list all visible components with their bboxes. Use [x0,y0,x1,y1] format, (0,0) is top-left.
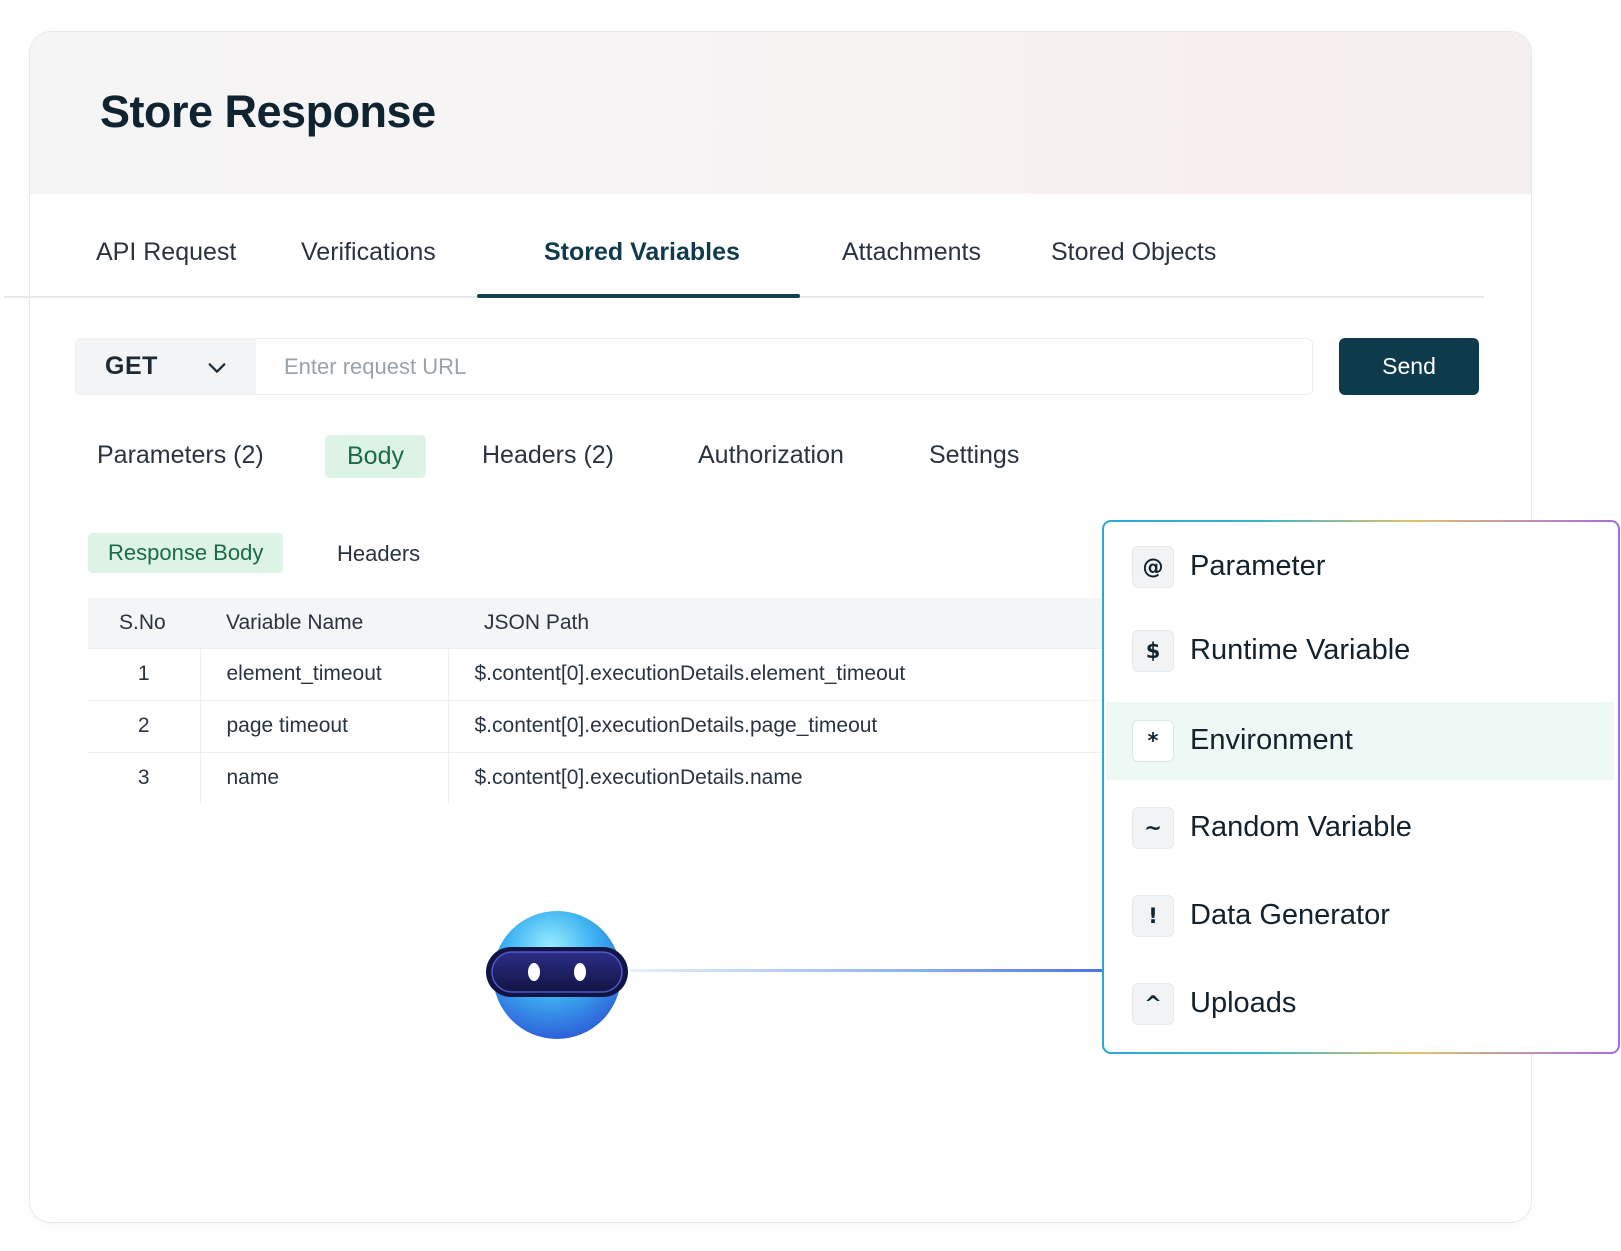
insert-variable-dropdown: @ Parameter $ Runtime Variable * Environ… [1102,520,1620,1054]
at-sign-icon: @ [1132,546,1174,588]
table-row[interactable]: 2 page timeout $.content[0].executionDet… [88,699,1138,752]
caret-icon: ^ [1132,983,1174,1025]
subtab-body[interactable]: Body [325,435,426,478]
method-select[interactable]: GET [76,339,256,394]
subtab-settings[interactable]: Settings [929,441,1020,469]
dropdown-panel: @ Parameter $ Runtime Variable * Environ… [1104,522,1618,1052]
method-label: GET [105,352,158,380]
exclamation-icon: ! [1132,895,1174,937]
chevron-down-icon [208,363,226,373]
cell-variable-name: page timeout [200,699,449,752]
cell-variable-name: name [200,751,449,804]
tab-stored-variables[interactable]: Stored Variables [544,238,740,266]
connector-line [630,969,1110,972]
main-tabs: API Request Verifications Stored Variabl… [4,162,1484,298]
dropdown-item-uploads[interactable]: ^ Uploads [1106,965,1614,1043]
dropdown-item-runtime-variable[interactable]: $ Runtime Variable [1106,612,1614,690]
column-header-variable-name: Variable Name [200,598,448,648]
column-header-sno: S.No [88,598,200,648]
table-row[interactable]: 3 name $.content[0].executionDetails.nam… [88,751,1138,804]
table-header-row: S.No Variable Name JSON Path [88,598,1138,648]
robot-assistant-icon [486,911,628,1039]
cell-sno: 2 [88,699,201,752]
tilde-icon: ~ [1132,807,1174,849]
dropdown-item-parameter[interactable]: @ Parameter [1106,528,1614,606]
dropdown-item-random-variable[interactable]: ~ Random Variable [1106,789,1614,867]
dropdown-item-environment[interactable]: * Environment [1106,702,1614,780]
dropdown-item-label: Data Generator [1190,899,1390,931]
cell-json-path: $.content[0].executionDetails.element_ti… [448,647,1138,700]
stored-variables-table: S.No Variable Name JSON Path 1 element_t… [88,598,1138,804]
dropdown-item-label: Uploads [1190,987,1297,1019]
tab-stored-objects[interactable]: Stored Objects [1051,238,1217,266]
page-title: Store Response [100,86,436,137]
tab-attachments[interactable]: Attachments [842,238,981,266]
subtab-authorization[interactable]: Authorization [698,441,844,469]
subtab-parameters[interactable]: Parameters (2) [97,441,264,469]
request-url-bar: GET [75,338,1313,395]
dollar-sign-icon: $ [1132,630,1174,672]
dropdown-item-label: Random Variable [1190,811,1412,843]
send-button[interactable]: Send [1339,338,1479,395]
subtab-headers[interactable]: Headers (2) [482,441,614,469]
card-header: Store Response [30,32,1531,194]
request-url-input[interactable] [256,339,1312,394]
cell-json-path: $.content[0].executionDetails.page_timeo… [448,699,1138,752]
tab-verifications[interactable]: Verifications [301,238,436,266]
dropdown-item-label: Parameter [1190,550,1326,582]
cell-variable-name: element_timeout [200,647,449,700]
dropdown-item-label: Runtime Variable [1190,634,1411,666]
cell-sno: 1 [88,647,201,700]
column-header-json-path: JSON Path [448,598,1138,648]
dropdown-item-data-generator[interactable]: ! Data Generator [1106,877,1614,955]
dropdown-item-label: Environment [1190,724,1353,756]
active-tab-underline [477,294,800,298]
table-row[interactable]: 1 element_timeout $.content[0].execution… [88,647,1138,700]
asterisk-icon: * [1132,720,1174,762]
cell-sno: 3 [88,751,201,804]
response-tab-headers[interactable]: Headers [337,541,421,566]
cell-json-path: $.content[0].executionDetails.name [448,751,1138,804]
tab-api-request[interactable]: API Request [96,238,237,266]
response-tab-body[interactable]: Response Body [88,533,284,573]
